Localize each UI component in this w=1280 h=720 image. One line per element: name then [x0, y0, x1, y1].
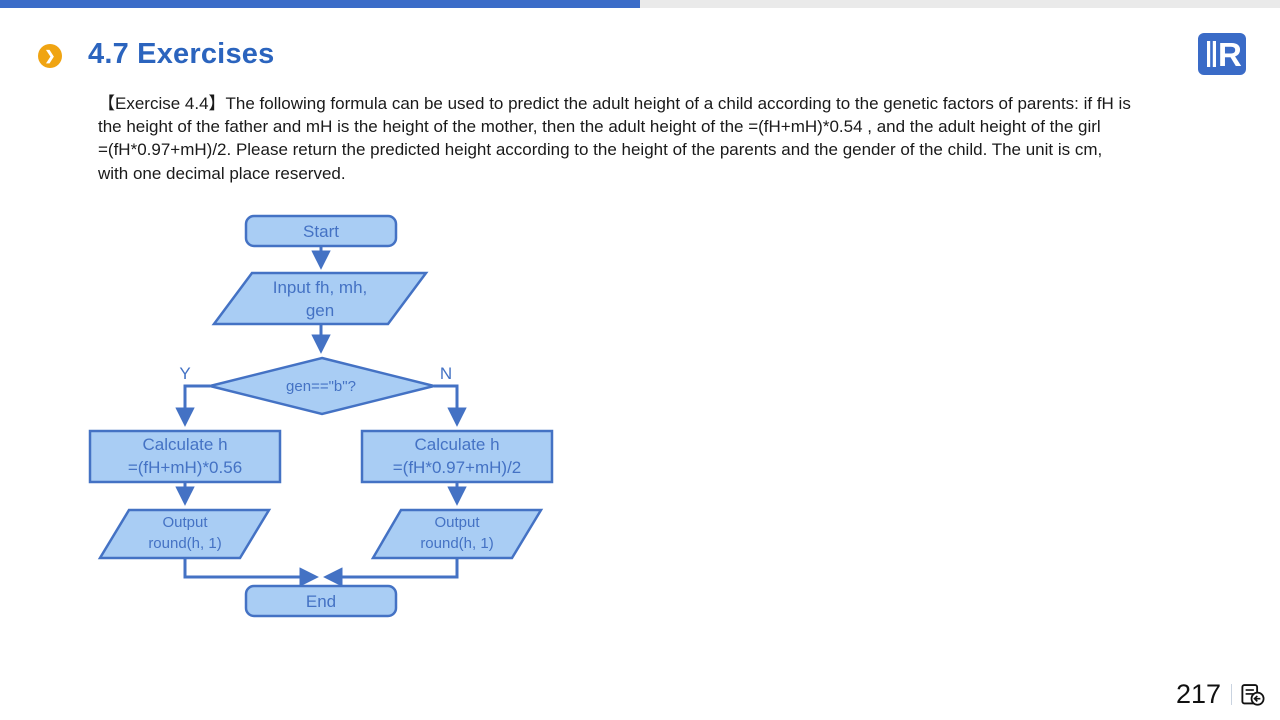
connector-merge-right [323, 558, 459, 587]
exercise-line: =(fH*0.97+mH)/2. Please return the predi… [98, 140, 1103, 160]
decision-node-shape [209, 356, 435, 416]
output-left-node-shape [97, 508, 272, 560]
connector-yes-branch [175, 384, 210, 427]
start-node-shape [244, 214, 398, 248]
flowchart-canvas [88, 214, 554, 618]
topbar-accent [0, 0, 640, 8]
exercise-text: 【Exercise 4.4】The following formula can … [98, 92, 1173, 185]
input-node-label: Input fh, mh, gen [272, 278, 368, 320]
input-node-shape [211, 271, 429, 326]
connector-merge-left [183, 558, 319, 587]
calc-right-node-shape [360, 429, 554, 484]
output-right-node-label: Output round(h, 1) [420, 514, 494, 552]
chevron-right-icon: ❯ [38, 44, 62, 68]
page-title: 4.7 Exercises [88, 38, 275, 70]
publisher-logo-icon: R [1198, 33, 1246, 75]
no-branch-label: N [439, 364, 453, 383]
footer-divider [1231, 684, 1232, 705]
decision-node-label: gen=="b"? [286, 378, 356, 395]
page-number: 217 [1176, 679, 1222, 709]
exercise-line: with one decimal place reserved. [98, 163, 346, 183]
logo-letter: R [1218, 36, 1242, 73]
calc-left-node-shape [88, 429, 282, 484]
return-to-contents-icon[interactable] [1240, 682, 1266, 713]
publisher-logo: R [1198, 33, 1246, 80]
output-left-node-label: Output round(h, 1) [148, 514, 222, 552]
end-node-label: End [305, 591, 337, 611]
connector-no-branch [434, 384, 467, 427]
calc-left-node-label: Calculate h =(fH+mH)*0.56 [127, 435, 243, 477]
end-node-shape [244, 584, 398, 618]
exercise-line: 【Exercise 4.4】The following formula can … [98, 94, 1131, 113]
flowchart: Start Input fh, mh, gen gen=="b"? Y N Ca… [60, 200, 600, 630]
yes-branch-label: Y [179, 364, 191, 383]
output-right-node-shape [370, 508, 544, 560]
exercise-line: the height of the father and mH is the h… [98, 117, 1101, 137]
topbar-muted [640, 0, 1280, 8]
calc-right-node-label: Calculate h =(fH*0.97+mH)/2 [392, 435, 522, 477]
start-node-label: Start [303, 221, 339, 241]
